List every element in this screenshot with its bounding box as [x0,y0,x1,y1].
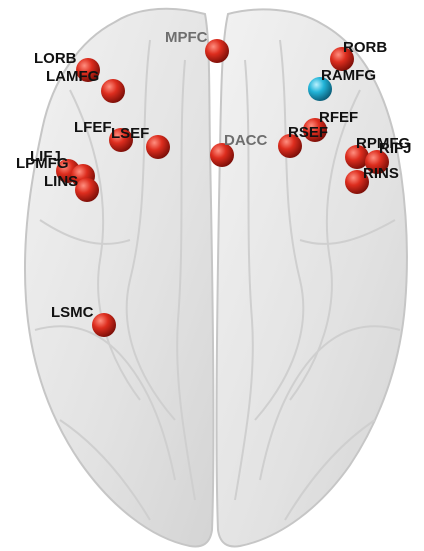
node-label-rsef: RSEF [288,124,328,141]
node-label-lsef: LSEF [111,125,149,142]
node-label-dacc: DACC [224,132,267,149]
node-label-lorb: LORB [34,50,77,67]
node-label-lpmfg: LPMFG [16,155,69,172]
node-label-rifj: RIFJ [379,140,412,157]
node-label-rins: RINS [363,165,399,182]
node-label-lamfg: LAMFG [46,68,99,85]
node-sphere-lsmc [92,313,116,337]
node-label-rorb: RORB [343,39,387,56]
node-sphere-lins [75,178,99,202]
node-sphere-mpfc [205,39,229,63]
node-label-lins: LINS [44,173,78,190]
node-label-ramfg: RAMFG [321,67,376,84]
node-label-lfef: LFEF [74,119,112,136]
node-sphere-lsef [146,135,170,159]
node-label-lsmc: LSMC [51,304,94,321]
node-label-mpfc: MPFC [165,29,208,46]
node-sphere-lamfg [101,79,125,103]
